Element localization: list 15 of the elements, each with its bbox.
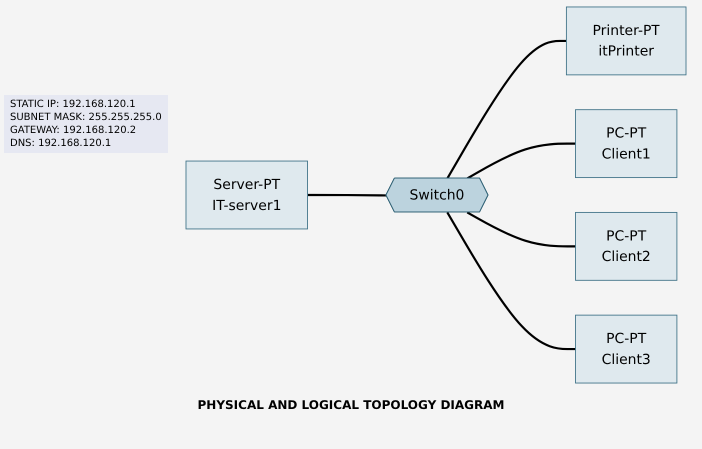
- ip-config-note: STATIC IP: 192.168.120.1: [10, 98, 137, 111]
- caption: PHYSICAL AND LOGICAL TOPOLOGY DIAGRAM: [196, 398, 506, 412]
- node-box: PC-PT Client3: [575, 314, 678, 384]
- ip-config-note: GATEWAY: 192.168.120.2: [10, 124, 138, 137]
- node-box: Printer-PT itPrinter: [566, 6, 686, 76]
- connector: [308, 194, 386, 197]
- ip-config-note: DNS: 192.168.120.1: [10, 137, 112, 150]
- ip-config-note: SUBNET MASK: 255.255.255.0: [10, 111, 162, 124]
- connector: [446, 40, 566, 179]
- node-box: PC-PT Client1: [575, 109, 678, 178]
- connector: [466, 142, 576, 180]
- node-box: PC-PT Client2: [575, 212, 678, 281]
- connector: [446, 212, 576, 350]
- node-box: Server-PT IT-server1: [186, 160, 308, 230]
- connector: [466, 211, 576, 248]
